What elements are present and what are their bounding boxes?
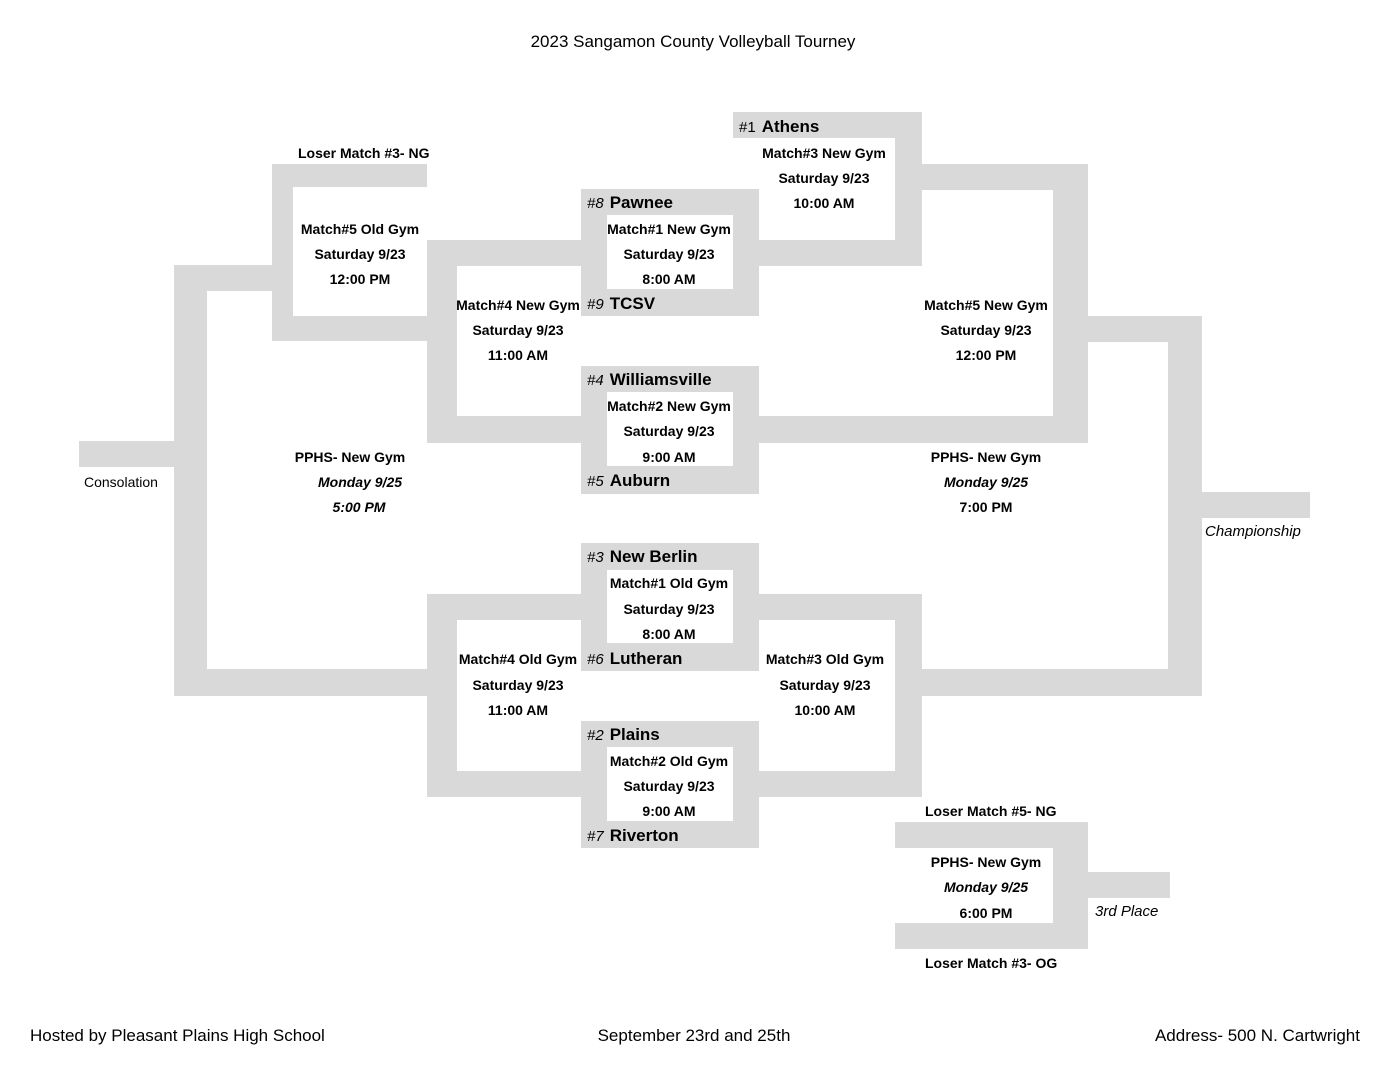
- page-title: 2023 Sangamon County Volleyball Tourney: [530, 32, 856, 51]
- third-place-label: 3rd Place: [1095, 903, 1159, 920]
- footer-dates: September 23rd and 25th: [597, 1026, 791, 1045]
- footer-address: Address- 500 N. Cartwright: [1154, 1026, 1360, 1045]
- slot-loser-m5-ng: Loser Match #5- NG: [925, 803, 1057, 819]
- slot-loser-m3-ng: Loser Match #3- NG: [298, 145, 430, 161]
- footer-host: Hosted by Pleasant Plains High School: [30, 1026, 325, 1045]
- championship-label: Championship: [1205, 523, 1301, 540]
- consolation-label: Consolation: [84, 474, 158, 490]
- slot-loser-m3-og: Loser Match #3- OG: [925, 955, 1058, 971]
